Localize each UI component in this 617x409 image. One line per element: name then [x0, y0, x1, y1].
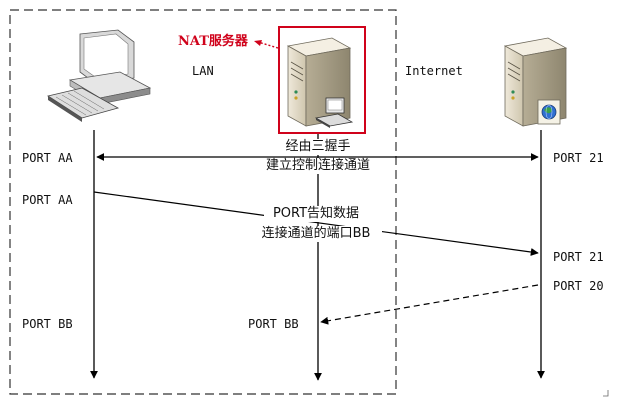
- server-port-20-label: PORT 20: [553, 279, 604, 293]
- desktop-computer-icon: [46, 29, 152, 122]
- client-port-aa-label-1: PORT AA: [22, 151, 73, 165]
- lan-boundary: [9, 9, 397, 395]
- nat-highlight-box: [278, 26, 366, 134]
- control-channel-caption-line2: 建立控制连接通道: [254, 158, 382, 174]
- nat-pointer-arrow: [254, 40, 279, 49]
- client-port-aa-label-2: PORT AA: [22, 193, 73, 207]
- server-port-21-label-1: PORT 21: [553, 151, 604, 165]
- data-channel-arrow: [320, 284, 539, 325]
- server-with-computer-icon: [286, 37, 354, 128]
- nat-server-label: NAT服务器: [178, 34, 248, 49]
- nat-port-bb-label: PORT BB: [248, 317, 299, 331]
- port-command-caption-line2: 连接通道的端口BB: [250, 226, 382, 242]
- port-command-caption-line1: PORT告知数据: [264, 206, 368, 222]
- internet-label: Internet: [405, 64, 463, 78]
- paragraph-mark: [603, 390, 609, 397]
- server-port-21-label-2: PORT 21: [553, 250, 604, 264]
- control-channel-caption-line1: 经由三握手: [266, 139, 370, 155]
- client-port-bb-label: PORT BB: [22, 317, 73, 331]
- web-server-icon: [503, 37, 568, 127]
- lan-label: LAN: [192, 64, 214, 78]
- port-command-arrow: [93, 191, 539, 256]
